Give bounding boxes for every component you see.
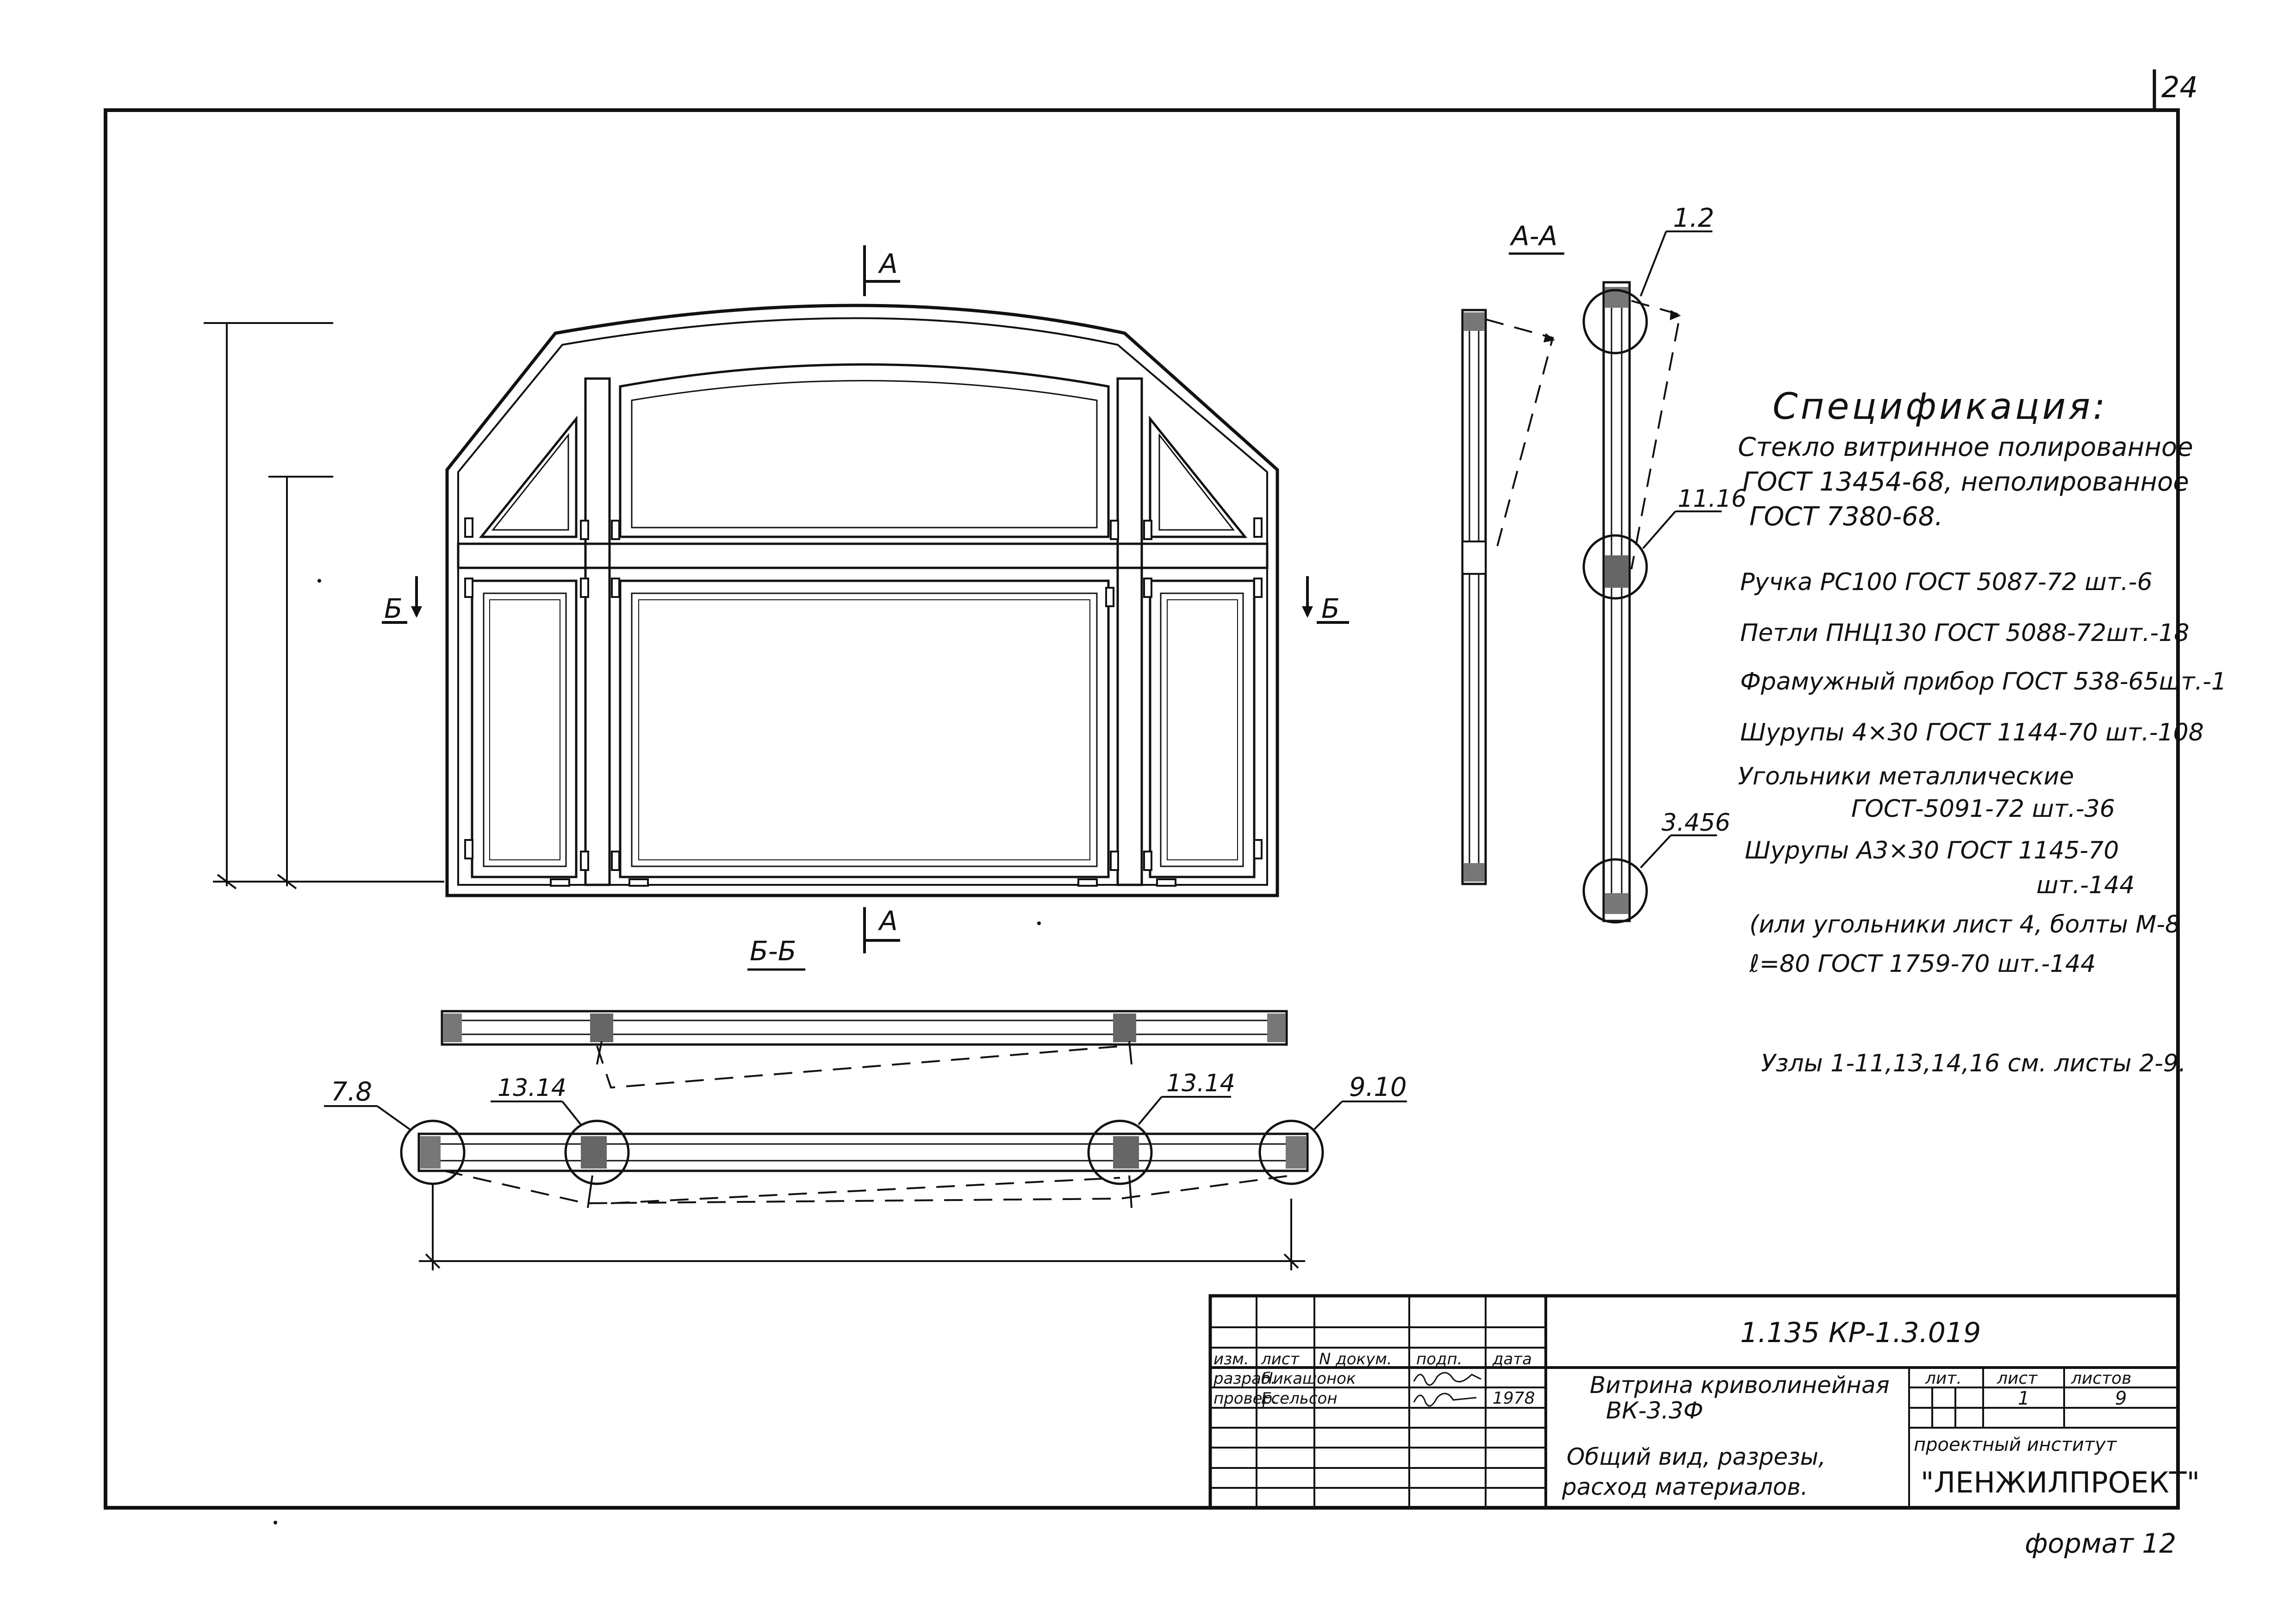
tb-header-izm: изм. [1213, 1350, 1249, 1368]
callout-7-8: 7.8 [324, 1077, 411, 1130]
callout-11-16: 11.16 [1642, 485, 1747, 549]
signature-checker [1413, 1393, 1477, 1407]
sheet-number: 24 [2161, 70, 2198, 104]
callout-9-10: 9.10 [1313, 1072, 1407, 1130]
svg-text:13.14: 13.14 [498, 1074, 566, 1102]
specification: Спецификация: Стекло витринное полирован… [1738, 386, 2227, 1077]
section-aa-label: А-А [1509, 220, 1557, 252]
sheet-description-line2: расход материалов. [1562, 1474, 1808, 1500]
list-value: 1 [2018, 1388, 2029, 1409]
spec-line: ℓ=80 ГОСТ 1759-70 шт.-144 [1749, 950, 2096, 978]
spec-line: Узлы 1-11,13,14,16 см. листы 2-9. [1761, 1050, 2186, 1077]
svg-text:Б: Б [384, 593, 403, 624]
section-mark-a-top: А [863, 245, 900, 296]
title-block: изм. лист N докум. подп. дата разраб. Ни… [1208, 1294, 2200, 1510]
spec-line: Стекло витринное полированное [1738, 432, 2193, 462]
lit-label: лит. [1925, 1369, 1962, 1388]
drawing-frame [104, 108, 2180, 1510]
callout-1-2: 1.2 [1640, 203, 1714, 297]
spec-line: Угольники металлические [1738, 763, 2074, 790]
callout-3-456: 3.456 [1640, 809, 1730, 869]
tb-header-sign: подп. [1416, 1350, 1462, 1368]
spec-line: шт.-144 [2036, 871, 2134, 899]
section-aa-drawing [1461, 281, 1681, 924]
listov-label: листов [2071, 1369, 2131, 1388]
tb-header-date: дата [1492, 1350, 1532, 1368]
svg-text:А: А [877, 905, 898, 937]
section-bb-label: Б-Б [750, 935, 796, 967]
spec-title: Спецификация: [1773, 386, 2108, 428]
signature-developer [1413, 1372, 1481, 1386]
list-label: лист [1997, 1369, 2038, 1388]
svg-text:1.2: 1.2 [1673, 203, 1714, 233]
tb-header-ndoc: N докум. [1319, 1350, 1392, 1368]
svg-text:Б: Б [1321, 593, 1340, 624]
object-name-line2: ВК-3.3Ф [1606, 1397, 1703, 1424]
section-mark-b-left: Б [382, 576, 422, 624]
svg-text:А: А [877, 248, 898, 280]
section-mark-b-right: Б [1302, 576, 1349, 624]
tb-name-developer: Никашонок [1261, 1369, 1356, 1388]
tb-name-checker: Есельсон [1261, 1389, 1338, 1408]
listov-value: 9 [2115, 1388, 2127, 1409]
spec-line: Шурупы А3×30 ГОСТ 1145-70 [1745, 837, 2119, 864]
height-dimensions [204, 322, 444, 889]
tb-role-developer: разраб. [1213, 1369, 1276, 1388]
tb-header-list: лист [1261, 1350, 1300, 1368]
spec-line: ГОСТ 7380-68. [1749, 502, 1943, 532]
document-code: 1.135 КР-1.3.019 [1740, 1317, 1981, 1349]
section-mark-a-bottom: А [863, 905, 900, 953]
tb-date-checker: 1978 [1493, 1389, 1535, 1408]
spec-line: (или угольники лист 4, болты М-8 [1749, 911, 2180, 939]
spec-line: ГОСТ-5091-72 шт.-36 [1851, 795, 2115, 823]
svg-text:7.8: 7.8 [331, 1077, 372, 1107]
sheet-description-line1: Общий вид, разрезы, [1567, 1443, 1826, 1470]
width-dimension [419, 1185, 1305, 1270]
spec-line: Шурупы 4×30 ГОСТ 1144-70 шт.-108 [1740, 719, 2204, 746]
spec-line: ГОСТ 13454-68, неполированное [1742, 467, 2189, 497]
spec-line: Ручка РС100 ГОСТ 5087-72 шт.-6 [1740, 568, 2153, 596]
svg-text:11.16: 11.16 [1678, 485, 1747, 513]
format-label: формат 12 [2025, 1528, 2176, 1559]
section-bb-drawing [400, 1010, 1324, 1208]
institute-line1: проектный институт [1914, 1434, 2117, 1455]
tb-role-checker: провер. [1213, 1389, 1277, 1408]
object-name-line1: Витрина криволинейная [1590, 1372, 1890, 1399]
institute-line2: "ЛЕНЖИЛПРОЕКТ" [1921, 1466, 2200, 1499]
callout-13-14-left: 13.14 [491, 1074, 582, 1126]
svg-text:3.456: 3.456 [1661, 809, 1730, 837]
spec-line: Фрамужный прибор ГОСТ 538-65шт.-1 [1740, 668, 2227, 696]
svg-text:13.14: 13.14 [1166, 1070, 1235, 1097]
window-elevation [445, 304, 1279, 897]
callout-13-14-right: 13.14 [1138, 1070, 1235, 1126]
svg-text:9.10: 9.10 [1349, 1072, 1407, 1102]
spec-line: Петли ПНЦ130 ГОСТ 5088-72шт.-18 [1740, 619, 2189, 647]
